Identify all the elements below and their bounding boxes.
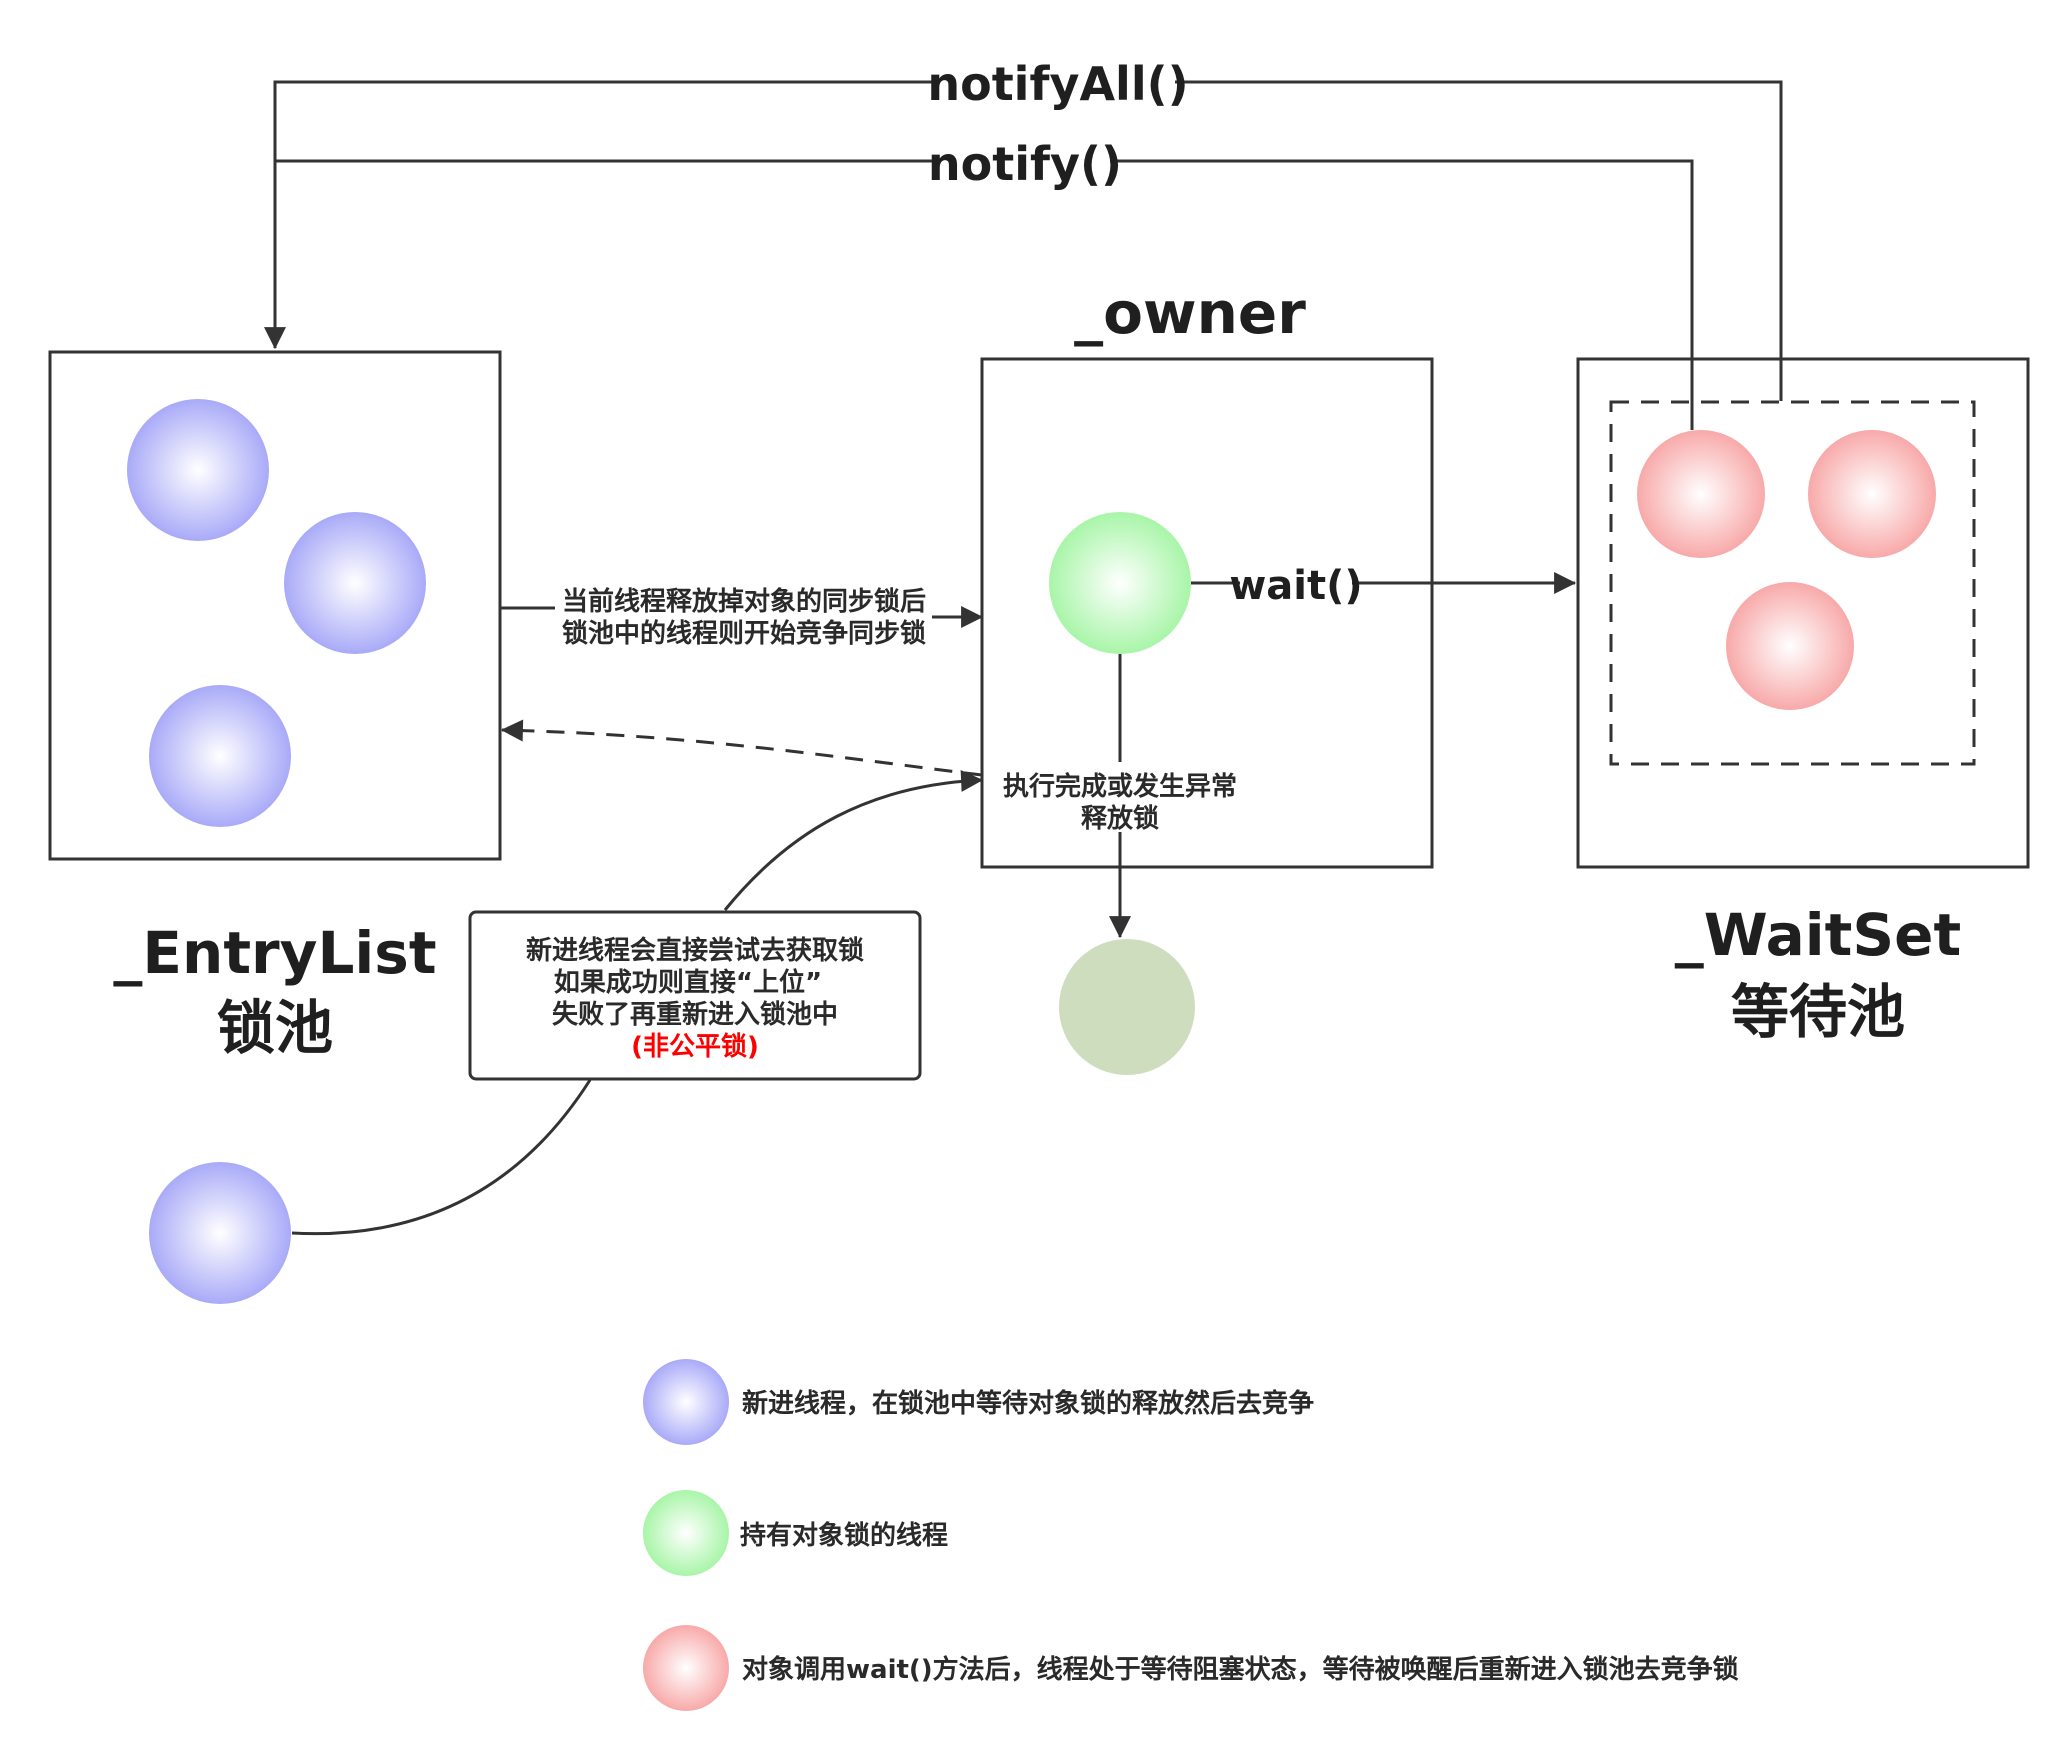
legend-blue-swatch (643, 1359, 729, 1445)
legend-red-swatch (643, 1625, 729, 1711)
entry-thread (149, 685, 291, 827)
notify-label: notify() (928, 137, 1122, 191)
waiting-thread (1726, 582, 1854, 710)
entry-thread (127, 399, 269, 541)
notify-all-label: notifyAll() (927, 57, 1188, 111)
new-thread-note-line4: (非公平锁) (631, 1031, 759, 1062)
new-thread (149, 1162, 291, 1304)
entry-list-title: _EntryList (113, 919, 436, 987)
new-thread-note-line2: 如果成功则直接“上位” (554, 967, 822, 998)
entry-list-box (48, 350, 502, 861)
waiting-thread (1637, 430, 1765, 558)
legend-red-text: 对象调用wait()方法后，线程处于等待阻塞状态，等待被唤醒后重新进入锁池去竞争… (742, 1654, 1739, 1685)
owner-title: _owner (1074, 279, 1306, 347)
release-to-entry-line2: 锁池中的线程则开始竞争同步锁 (562, 618, 926, 649)
entry-list-subtitle: 锁池 (217, 994, 333, 1062)
new-thread-note-line1: 新进线程会直接尝试去获取锁 (526, 935, 864, 966)
wait-set-inner-dashed (1609, 400, 1976, 766)
new-thread-connector (291, 1079, 592, 1236)
new-thread-note-box (468, 910, 922, 1081)
wait-set-box (1576, 357, 2030, 869)
new-thread-connector (723, 769, 984, 911)
finish-release-line1: 执行完成或发生异常 (1003, 771, 1237, 802)
legend-blue-text: 新进线程，在锁池中等待对象锁的释放然后去竞争 (742, 1388, 1314, 1419)
legend-green-text: 持有对象锁的线程 (740, 1520, 948, 1551)
new-thread-note-line3: 失败了再重新进入锁池中 (552, 999, 838, 1030)
finish-release-line2: 释放锁 (1081, 803, 1159, 834)
legend: 新进线程，在锁池中等待对象锁的释放然后去竞争 持有对象锁的线程 对象调用wait… (643, 1359, 1739, 1711)
notify-connector (275, 159, 1694, 430)
owner-to-entry-dashed-connector (500, 719, 983, 777)
wait-set-title: _WaitSet (1675, 901, 1962, 969)
released-thread (1059, 939, 1195, 1075)
entry-thread (284, 512, 426, 654)
waiting-thread (1808, 430, 1936, 558)
legend-green-swatch (643, 1490, 729, 1576)
wait-label: wait() (1229, 563, 1362, 609)
release-to-entry-line1: 当前线程释放掉对象的同步锁后 (562, 586, 926, 617)
owner-thread (1049, 512, 1191, 654)
wait-set-subtitle: 等待池 (1731, 978, 1905, 1046)
notify-all-connector (264, 80, 1783, 401)
